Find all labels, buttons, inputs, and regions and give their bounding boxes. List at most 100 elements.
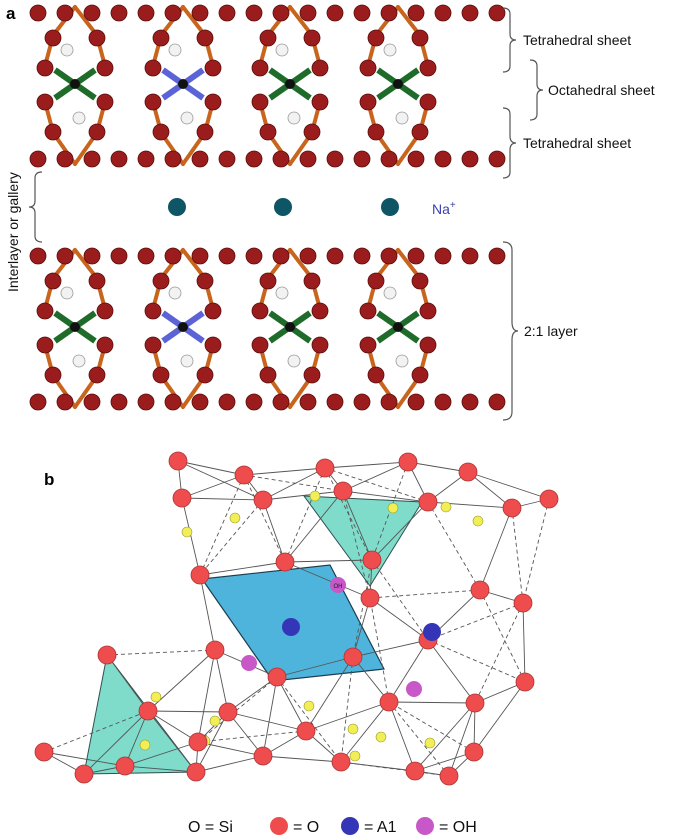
oxygen-atom — [111, 394, 127, 410]
oxygen-atom — [138, 248, 154, 264]
oxygen-atom — [381, 248, 397, 264]
oxygen-atom — [205, 303, 221, 319]
hydroxyl-atom-text: OH — [334, 584, 343, 590]
oxygen-atom — [153, 273, 169, 289]
oxygen-atom — [408, 151, 424, 167]
oxygen-atom — [435, 248, 451, 264]
oxygen-atom — [252, 303, 268, 319]
oxygen-atom — [368, 124, 384, 140]
oxygen-atom — [219, 394, 235, 410]
oxygen-atom — [327, 394, 343, 410]
oxygen-atom — [235, 466, 253, 484]
oxygen-atom — [173, 489, 191, 507]
oxygen-atom — [327, 248, 343, 264]
panel-b-label: b — [44, 470, 54, 489]
silicon-atom — [310, 491, 320, 501]
lower-2-1-layer-lattice — [30, 248, 505, 410]
oxygen-atom — [489, 394, 505, 410]
oxygen-atom — [420, 60, 436, 76]
oxygen-atom — [89, 273, 105, 289]
hydrogen-atom — [384, 287, 396, 299]
oxygen-atom — [205, 60, 221, 76]
oxygen-atom — [153, 30, 169, 46]
oxygen-atom — [408, 394, 424, 410]
oxygen-atom — [165, 248, 181, 264]
oxygen-atom — [206, 641, 224, 659]
oxygen-atom — [254, 747, 272, 765]
hydrogen-atom — [396, 112, 408, 124]
oxygen-atom — [153, 367, 169, 383]
silicon-atom — [348, 724, 358, 734]
oxygen-atom — [45, 273, 61, 289]
bracket-octa — [530, 60, 543, 120]
wire-bond — [428, 502, 480, 590]
oxygen-atom — [300, 5, 316, 21]
oxygen-atom — [35, 743, 53, 761]
oxygen-atom — [381, 394, 397, 410]
oxygen-atom — [381, 5, 397, 21]
oxygen-atom — [489, 151, 505, 167]
oxygen-atom — [153, 124, 169, 140]
oxygen-atom — [399, 453, 417, 471]
oxygen-atom — [252, 337, 268, 353]
oxygen-atom — [57, 394, 73, 410]
sodium-ion — [274, 198, 292, 216]
wire-bond — [244, 475, 285, 562]
legend-aluminum-label: = A1 — [364, 819, 397, 836]
oxygen-atom — [252, 94, 268, 110]
oxygen-atom — [332, 753, 350, 771]
hydrogen-atom — [181, 112, 193, 124]
oxygen-atom — [197, 30, 213, 46]
silicon-atom — [388, 503, 398, 513]
oxygen-atom — [489, 248, 505, 264]
sodium-label: Na+ — [432, 200, 456, 217]
oxygen-atom — [462, 5, 478, 21]
oxygen-atom — [360, 60, 376, 76]
oxygen-atom — [75, 765, 93, 783]
oxygen-atom — [111, 151, 127, 167]
legend-si-label: O = Si — [188, 819, 233, 836]
oxygen-atom — [111, 248, 127, 264]
hydrogen-atom — [396, 355, 408, 367]
oxygen-atom — [435, 394, 451, 410]
oxygen-atom — [84, 5, 100, 21]
tetrahedral-sheet-top-label: Tetrahedral sheet — [523, 32, 631, 48]
oxygen-atom — [169, 452, 187, 470]
wire-bond — [512, 508, 523, 603]
legend-oxygen-swatch — [270, 817, 288, 835]
oxygen-atom — [97, 60, 113, 76]
octahedral-cation — [178, 79, 188, 89]
wire-bond — [372, 560, 428, 640]
oxygen-atom — [408, 5, 424, 21]
silicon-atom — [350, 751, 360, 761]
oxygen-atom — [97, 94, 113, 110]
oxygen-atom — [246, 394, 262, 410]
oxygen-atom — [219, 151, 235, 167]
oxygen-atom — [412, 30, 428, 46]
oxygen-atom — [197, 273, 213, 289]
wire-bond — [389, 702, 415, 771]
panel-a-label: a — [6, 4, 16, 23]
oxygen-atom — [435, 151, 451, 167]
silicon-atom — [304, 701, 314, 711]
oxygen-atom — [412, 124, 428, 140]
oxygen-atom — [57, 5, 73, 21]
oxygen-atom — [368, 30, 384, 46]
oxygen-atom — [30, 5, 46, 21]
oxygen-atom — [37, 94, 53, 110]
lower-layer — [30, 248, 505, 410]
wire-bond — [475, 603, 523, 703]
oxygen-atom — [139, 702, 157, 720]
wire-bond — [200, 500, 263, 575]
oxygen-atom — [189, 733, 207, 751]
oxygen-atom — [334, 482, 352, 500]
oxygen-atom — [420, 303, 436, 319]
oxygen-atom — [273, 151, 289, 167]
sodium-label-charge: + — [450, 200, 456, 211]
legend: O = Si = O = A1 = OH — [188, 817, 477, 836]
oxygen-atom — [138, 5, 154, 21]
hydroxyl-atom — [406, 681, 422, 697]
oxygen-atom — [514, 594, 532, 612]
wire-bond — [468, 472, 549, 499]
